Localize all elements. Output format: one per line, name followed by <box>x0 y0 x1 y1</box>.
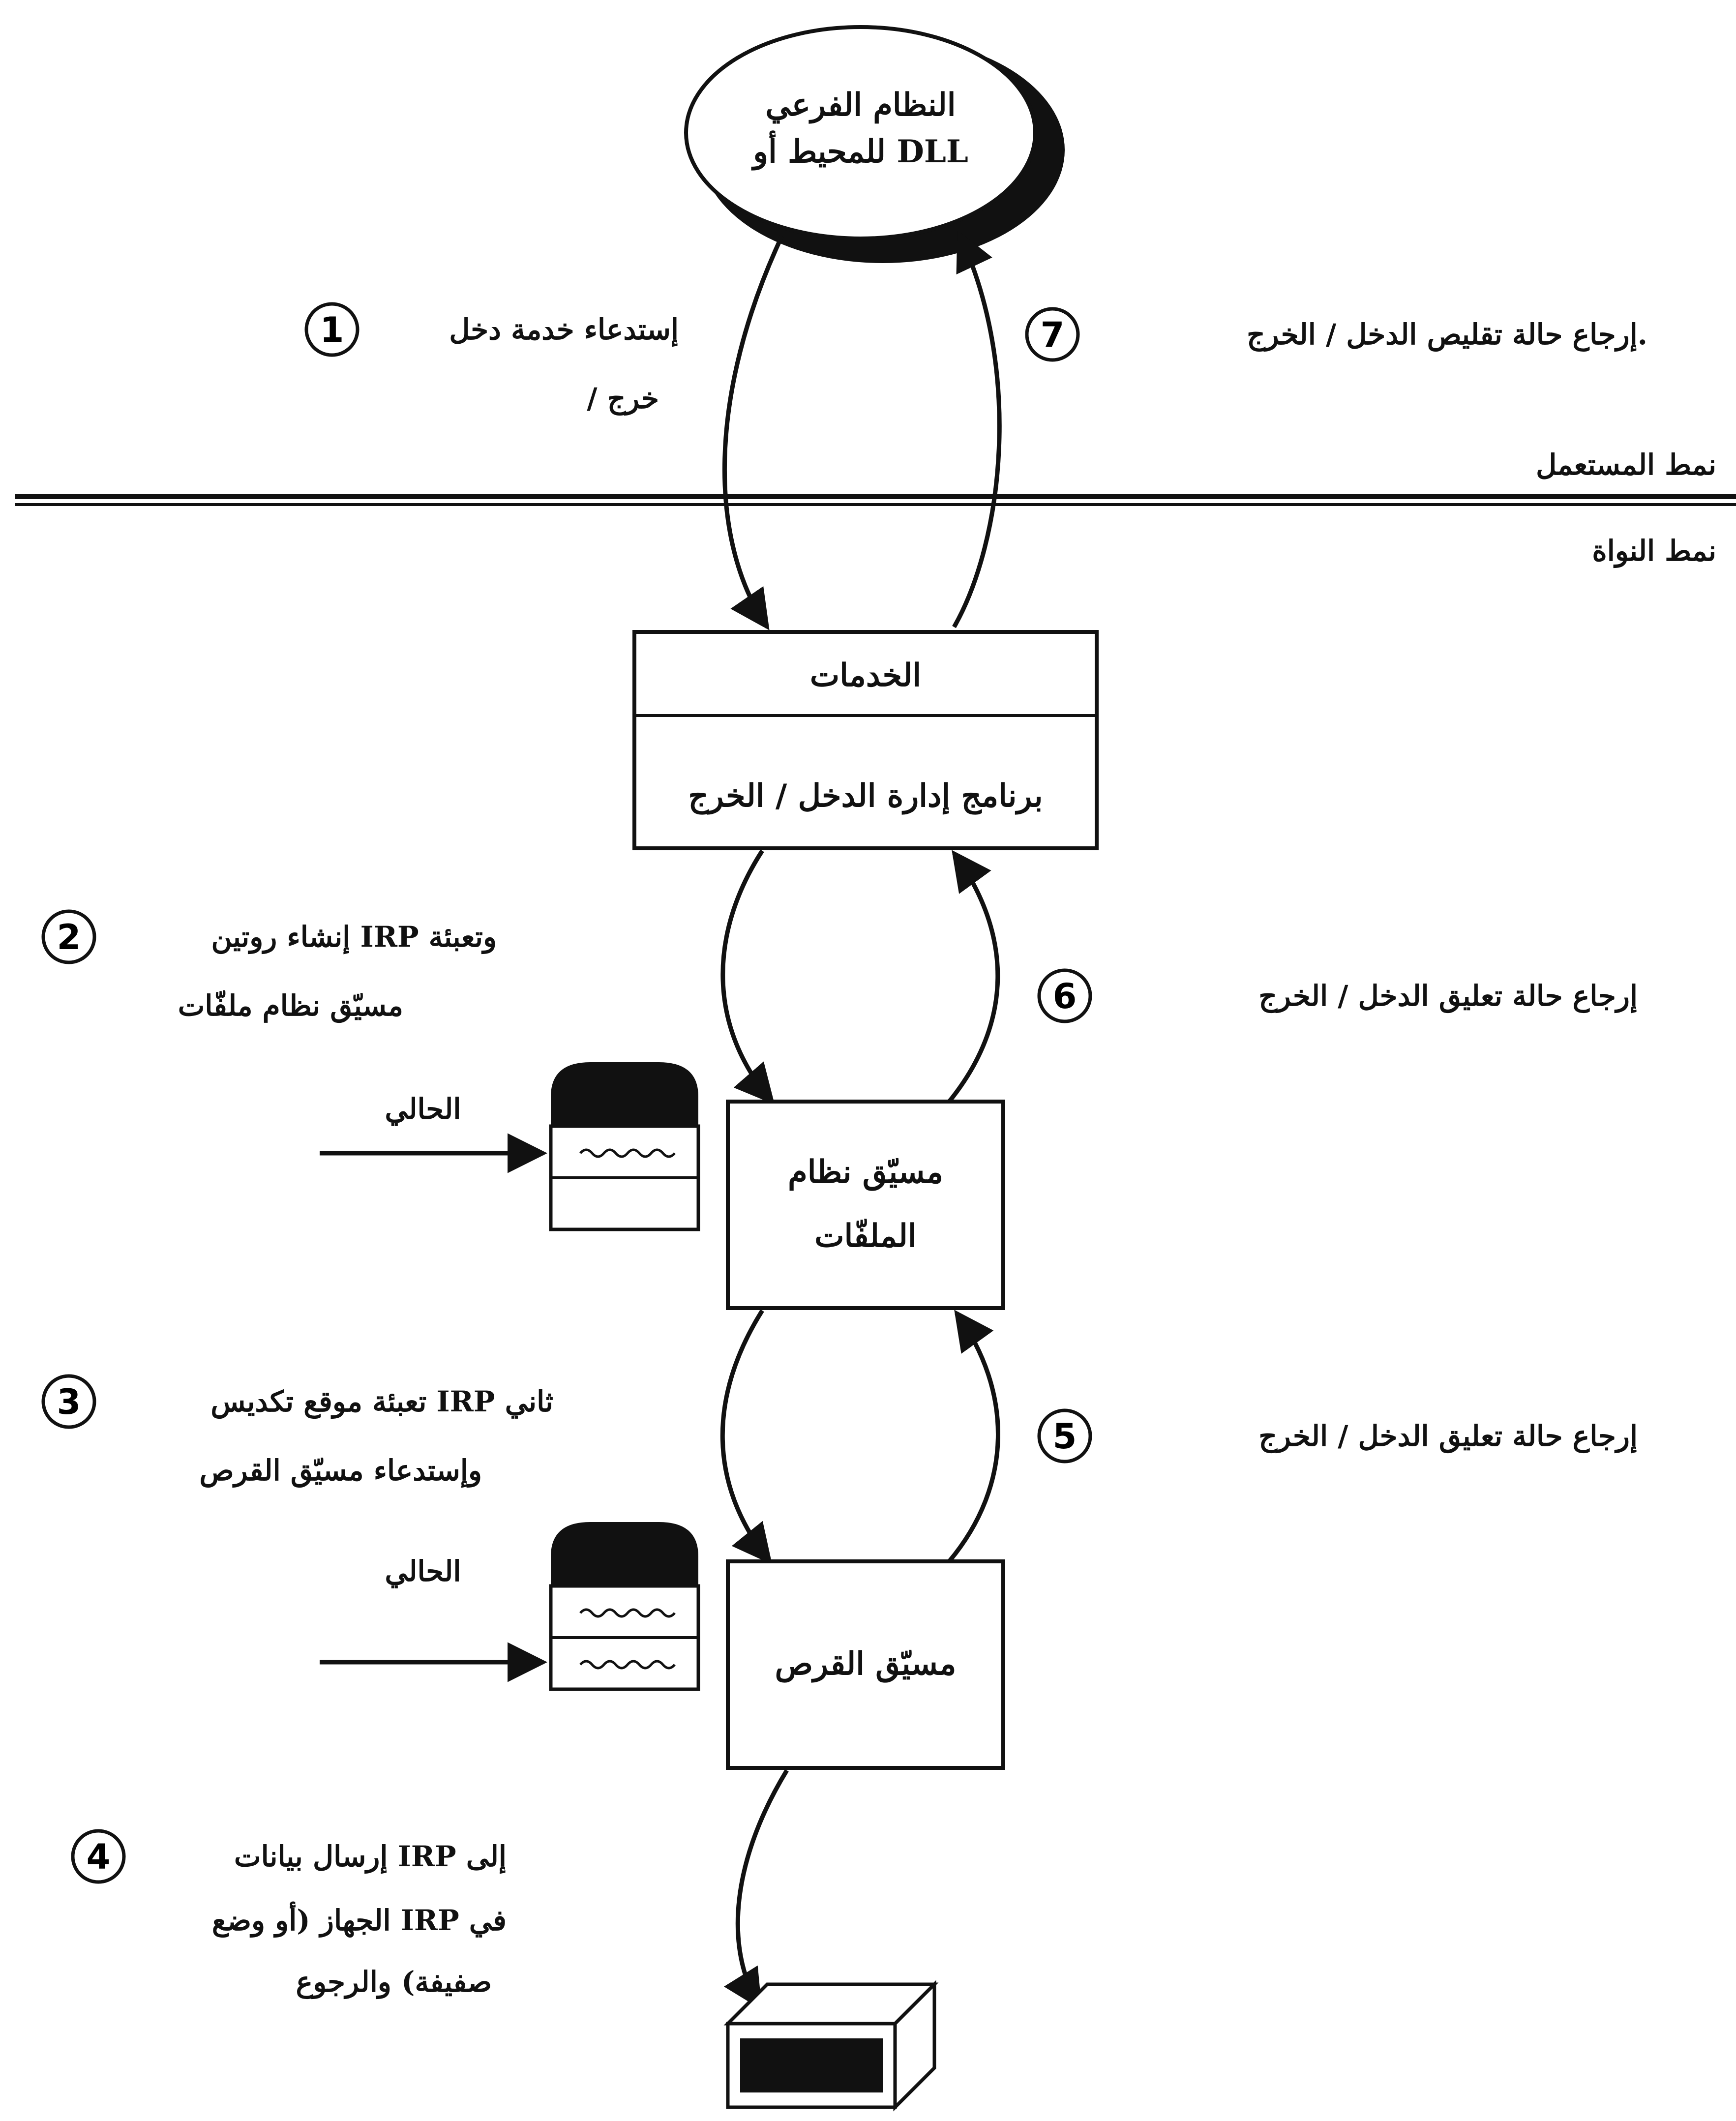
step-2: 2 إنشاء روتين IRP وتعبئة مسيّق نظام ملفّ… <box>41 909 497 1023</box>
step-5-number: 5 <box>1053 1416 1077 1457</box>
step-6: 6 إرجاع حالة تعليق الدخل / الخرج <box>1037 968 1638 1023</box>
step-7-number: 7 <box>1041 315 1065 355</box>
step-4: 4 إرسال بيانات IRP إلى الجهاز (أو وضع IR… <box>71 1829 507 2000</box>
step-6-badge <box>1037 968 1092 1023</box>
step-1: 1 إستدعاء خدمة دخل / خرج <box>304 302 679 416</box>
step-1-badge <box>304 302 359 357</box>
step-4-text-line3: صفيفة) والرجوع <box>296 1965 492 2000</box>
io-manager-box: الخدمات برنامج إدارة الدخل / الخرج <box>632 630 1099 850</box>
kernel-mode-label: نمط النواة <box>1592 534 1716 568</box>
services-label: الخدمات <box>810 657 921 694</box>
step-2-text-line2: مسيّق نظام ملفّات <box>178 989 403 1023</box>
arrow-up-6 <box>947 850 1000 1103</box>
step-3-text-line1: تعبئة موقع تكديس IRP ثاني <box>210 1385 553 1419</box>
step-1-text-line2: / خرج <box>587 382 659 416</box>
arrow-up-5 <box>947 1310 1000 1563</box>
current-label-1: الحالي <box>385 1092 461 1126</box>
irp-entry-2a <box>579 1608 676 1618</box>
arrow-down-2 <box>720 849 775 1105</box>
arrow-to-device <box>724 1769 789 2010</box>
arrow-down-3 <box>720 1309 773 1565</box>
step-6-text: إرجاع حالة تعليق الدخل / الخرج <box>1258 979 1638 1014</box>
step-7-badge <box>1025 307 1080 362</box>
irp-stack-2 <box>549 1522 700 1691</box>
step-3: 3 تعبئة موقع تكديس IRP ثاني وإستدعاء مسي… <box>41 1374 553 1488</box>
fs-driver-box: مسيّق نظام الملفّات <box>726 1100 1005 1310</box>
step-4-badge <box>71 1829 126 1884</box>
irp-entry-2b <box>579 1660 676 1670</box>
step-6-number: 6 <box>1053 976 1077 1016</box>
step-2-number: 2 <box>57 917 81 957</box>
step-4-text-line1: إرسال بيانات IRP إلى <box>234 1840 507 1874</box>
device-icon <box>723 1980 939 2112</box>
subsystem-label-line2: للمحيط أو DLL <box>751 130 968 171</box>
arrow-return-up-7 <box>952 230 1002 628</box>
step-2-badge <box>41 909 96 964</box>
disk-driver-box: مسيّق القرص <box>726 1559 1005 1770</box>
user-mode-label: نمط المستعمل <box>1536 448 1716 481</box>
irp-entry-1 <box>579 1148 676 1158</box>
step-1-text-line1: إستدعاء خدمة دخل <box>449 313 679 347</box>
step-1-number: 1 <box>320 310 344 350</box>
step-7-text: إرجاع حالة تقليص الدخل / الخرج. <box>1247 318 1647 352</box>
step-3-text-line2: وإستدعاء مسيّق القرص <box>199 1454 482 1488</box>
step-2-text-line1: إنشاء روتين IRP وتعبئة <box>211 920 497 955</box>
irp-stack-1 <box>549 1062 700 1231</box>
mode-divider <box>15 494 1736 506</box>
step-7: 7 إرجاع حالة تقليص الدخل / الخرج. <box>1025 307 1647 362</box>
step-4-text-line2: الجهاز (أو وضع IRP في <box>212 1901 507 1938</box>
disk-driver-label: مسيّق القرص <box>775 1645 957 1683</box>
step-4-number: 4 <box>87 1837 111 1877</box>
fs-driver-label-line2: الملفّات <box>814 1218 917 1255</box>
step-3-badge <box>41 1374 96 1429</box>
arrow-call-down <box>722 235 784 630</box>
fs-driver-label-line1: مسيّق نظام <box>788 1154 943 1191</box>
step-3-number: 3 <box>57 1382 81 1422</box>
current-label-2: الحالي <box>385 1554 461 1588</box>
step-5-text: إرجاع حالة تعليق الدخل / الخرج <box>1258 1419 1638 1454</box>
subsystem-label-line1: النظام الفرعي <box>766 87 956 124</box>
step-5: 5 إرجاع حالة تعليق الدخل / الخرج <box>1037 1408 1638 1464</box>
subsystem-node: النظام الفرعي للمحيط أو DLL <box>684 25 1065 263</box>
io-manager-label: برنامج إدارة الدخل / الخرج <box>688 777 1043 815</box>
step-5-badge <box>1037 1408 1092 1464</box>
